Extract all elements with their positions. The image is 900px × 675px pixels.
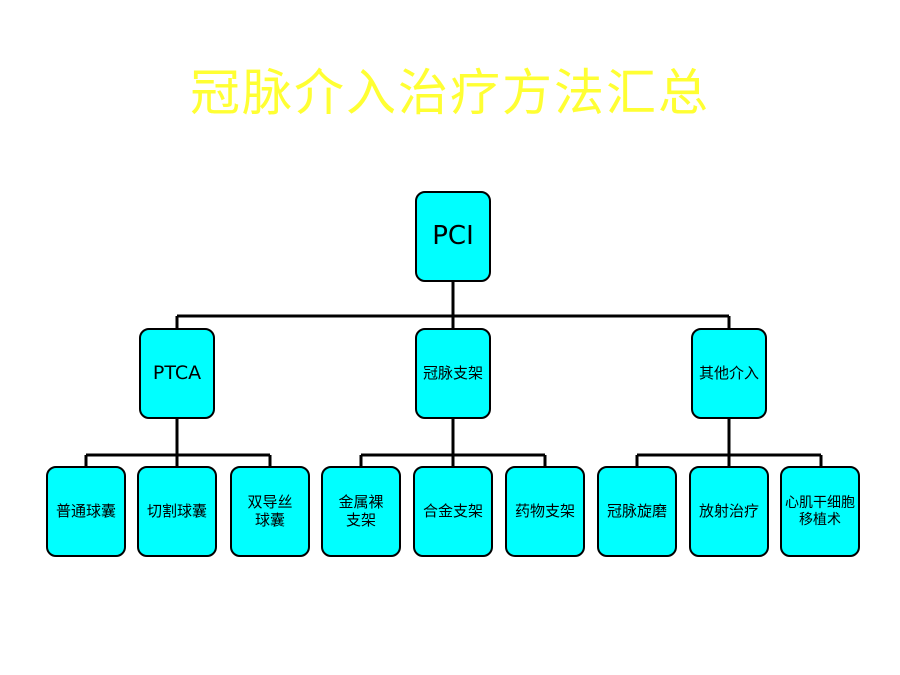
node-rotational-atherectomy: 冠脉旋磨	[597, 466, 677, 557]
node-plain-balloon-label: 普通球囊	[55, 501, 116, 520]
node-ptca-label: PTCA	[152, 361, 202, 384]
node-other-intervention-label: 其他介入	[698, 363, 759, 382]
node-bare-metal-stent-label: 金属裸 支架	[338, 493, 384, 529]
node-bare-metal-stent: 金属裸 支架	[321, 466, 401, 557]
node-alloy-stent: 合金支架	[413, 466, 493, 557]
page-title: 冠脉介入治疗方法汇总	[190, 64, 710, 122]
node-drug-eluting-stent-label: 药物支架	[514, 501, 575, 520]
node-other-intervention: 其他介入	[691, 328, 767, 419]
node-alloy-stent-label: 合金支架	[422, 501, 483, 520]
node-rotational-atherectomy-label: 冠脉旋磨	[606, 501, 667, 520]
node-pci: PCI	[415, 191, 491, 282]
node-radiation-therapy: 放射治疗	[689, 466, 769, 557]
node-ptca: PTCA	[139, 328, 215, 419]
node-radiation-therapy-label: 放射治疗	[698, 501, 759, 520]
node-cutting-balloon: 切割球囊	[137, 466, 217, 557]
node-coronary-stent-label: 冠脉支架	[422, 363, 483, 382]
node-dual-wire-balloon: 双导丝 球囊	[230, 466, 310, 557]
node-stem-cell-transplant-label: 心肌干细胞 移植术	[785, 495, 855, 528]
node-coronary-stent: 冠脉支架	[415, 328, 491, 419]
node-stem-cell-transplant: 心肌干细胞 移植术	[780, 466, 860, 557]
node-plain-balloon: 普通球囊	[46, 466, 126, 557]
node-drug-eluting-stent: 药物支架	[505, 466, 585, 557]
node-pci-label: PCI	[432, 220, 474, 251]
node-dual-wire-balloon-label: 双导丝 球囊	[247, 493, 293, 529]
node-cutting-balloon-label: 切割球囊	[146, 501, 207, 520]
